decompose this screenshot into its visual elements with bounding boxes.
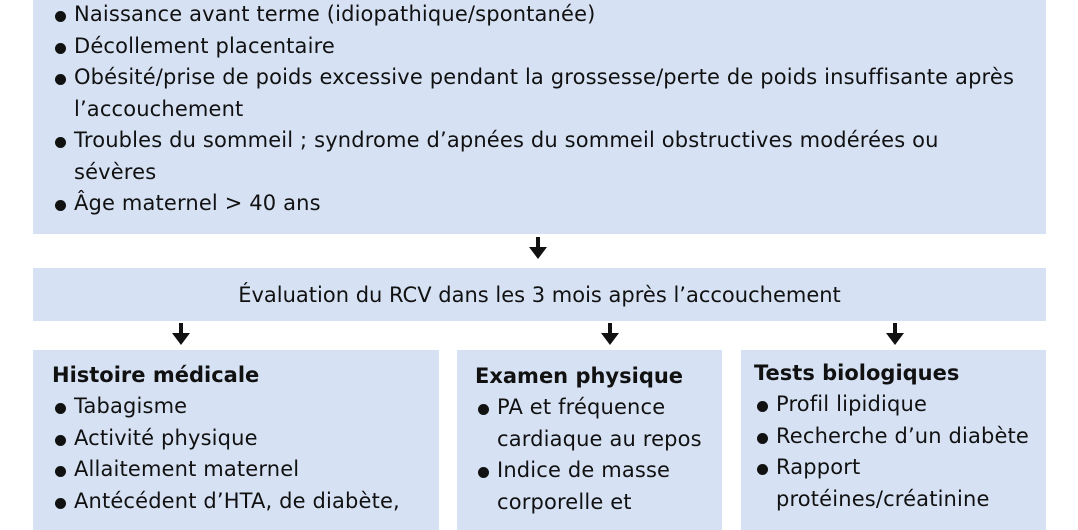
- physical-exam-item: PA et fréquence cardiaque au repos: [475, 392, 715, 455]
- risk-factors-list: Naissance avant terme (idiopathique/spon…: [52, 0, 1046, 220]
- medical-history-item: Activité physique: [52, 423, 439, 455]
- evaluation-box: Évaluation du RCV dans les 3 mois après …: [33, 268, 1046, 321]
- lab-tests-item: Recherche d’un diabète: [754, 421, 1039, 453]
- lab-tests-list: Profil lipidique Recherche d’un diabète …: [754, 389, 1039, 515]
- medical-history-box: Histoire médicale Tabagisme Activité phy…: [33, 350, 439, 530]
- lab-tests-item: Profil lipidique: [754, 389, 1039, 421]
- physical-exam-title: Examen physique: [475, 364, 684, 388]
- risk-factor-item: Âge maternel > 40 ans: [52, 188, 1046, 220]
- physical-exam-list: PA et fréquence cardiaque au repos Indic…: [475, 392, 715, 518]
- medical-history-item: Antécédent d’HTA, de diabète,: [52, 486, 439, 518]
- lab-tests-item: Rapport protéines/créatinine: [754, 452, 1039, 515]
- lab-tests-box: Tests biologiques Profil lipidique Reche…: [741, 350, 1046, 530]
- risk-factor-item: Naissance avant terme (idiopathique/spon…: [52, 0, 1046, 31]
- medical-history-item: Allaitement maternel: [52, 454, 439, 486]
- physical-exam-item: Indice de masse corporelle et: [475, 455, 715, 518]
- risk-factor-item: Décollement placentaire: [52, 31, 1046, 63]
- medical-history-list: Tabagisme Activité physique Allaitement …: [52, 391, 439, 517]
- risk-factor-item: Obésité/prise de poids excessive pendant…: [52, 62, 1024, 125]
- arrow-down-icon: [886, 323, 904, 345]
- arrow-down-icon: [529, 237, 547, 259]
- evaluation-label: Évaluation du RCV dans les 3 mois après …: [238, 282, 841, 307]
- risk-factors-box: Naissance avant terme (idiopathique/spon…: [33, 0, 1046, 234]
- arrow-down-icon: [601, 323, 619, 345]
- lab-tests-title: Tests biologiques: [754, 361, 960, 385]
- arrow-down-icon: [172, 323, 190, 345]
- medical-history-item: Tabagisme: [52, 391, 439, 423]
- medical-history-title: Histoire médicale: [52, 363, 260, 387]
- physical-exam-box: Examen physique PA et fréquence cardiaqu…: [457, 350, 722, 530]
- risk-factor-item: Troubles du sommeil ; syndrome d’apnées …: [52, 125, 1014, 188]
